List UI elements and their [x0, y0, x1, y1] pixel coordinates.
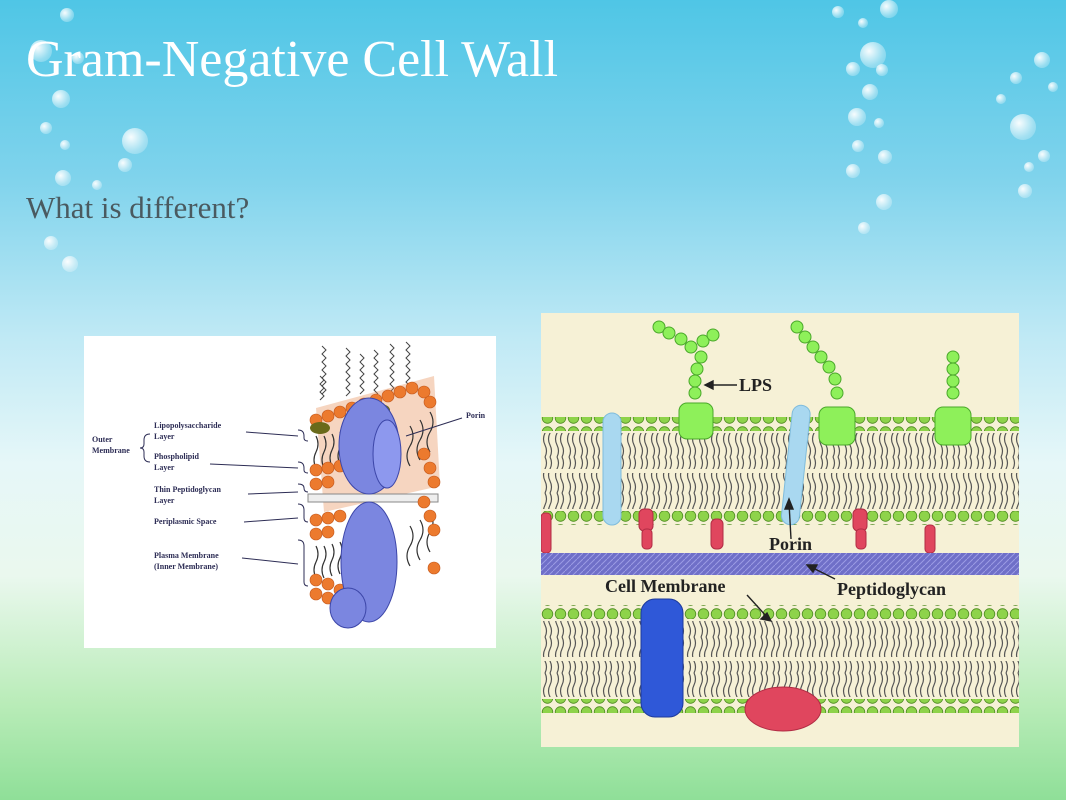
label-phospholipid: Phospholipid: [154, 452, 199, 461]
label-outer: Outer: [92, 435, 113, 444]
slide-subtitle: What is different?: [26, 190, 250, 225]
label-porin-right: Porin: [769, 534, 812, 554]
label-thin-peptidoglycan: Thin Peptidoglycan: [154, 485, 221, 494]
gram-negative-3d-diagram: Outer Membrane Lipopolysaccharide Layer …: [84, 336, 496, 648]
label-porin: Porin: [466, 411, 486, 420]
label-cell-membrane: Cell Membrane: [605, 576, 725, 596]
label-phospholipid-layer: Layer: [154, 463, 175, 472]
gram-negative-membrane-diagram: LPS Porin Cell Membrane Peptidoglycan: [540, 313, 1019, 747]
label-lipopolysaccharide: Lipopolysaccharide: [154, 421, 222, 430]
label-lps-layer: Layer: [154, 432, 175, 441]
slide-title: Gram-Negative Cell Wall: [26, 31, 559, 88]
label-lps: LPS: [739, 375, 772, 395]
label-membrane: Membrane: [92, 446, 130, 455]
label-plasma-membrane: Plasma Membrane: [154, 551, 219, 560]
label-periplasmic-space: Periplasmic Space: [154, 517, 217, 526]
label-peptidoglycan: Peptidoglycan: [837, 579, 946, 599]
label-peptidoglycan-layer: Layer: [154, 496, 175, 505]
label-inner-membrane: (Inner Membrane): [154, 562, 218, 571]
